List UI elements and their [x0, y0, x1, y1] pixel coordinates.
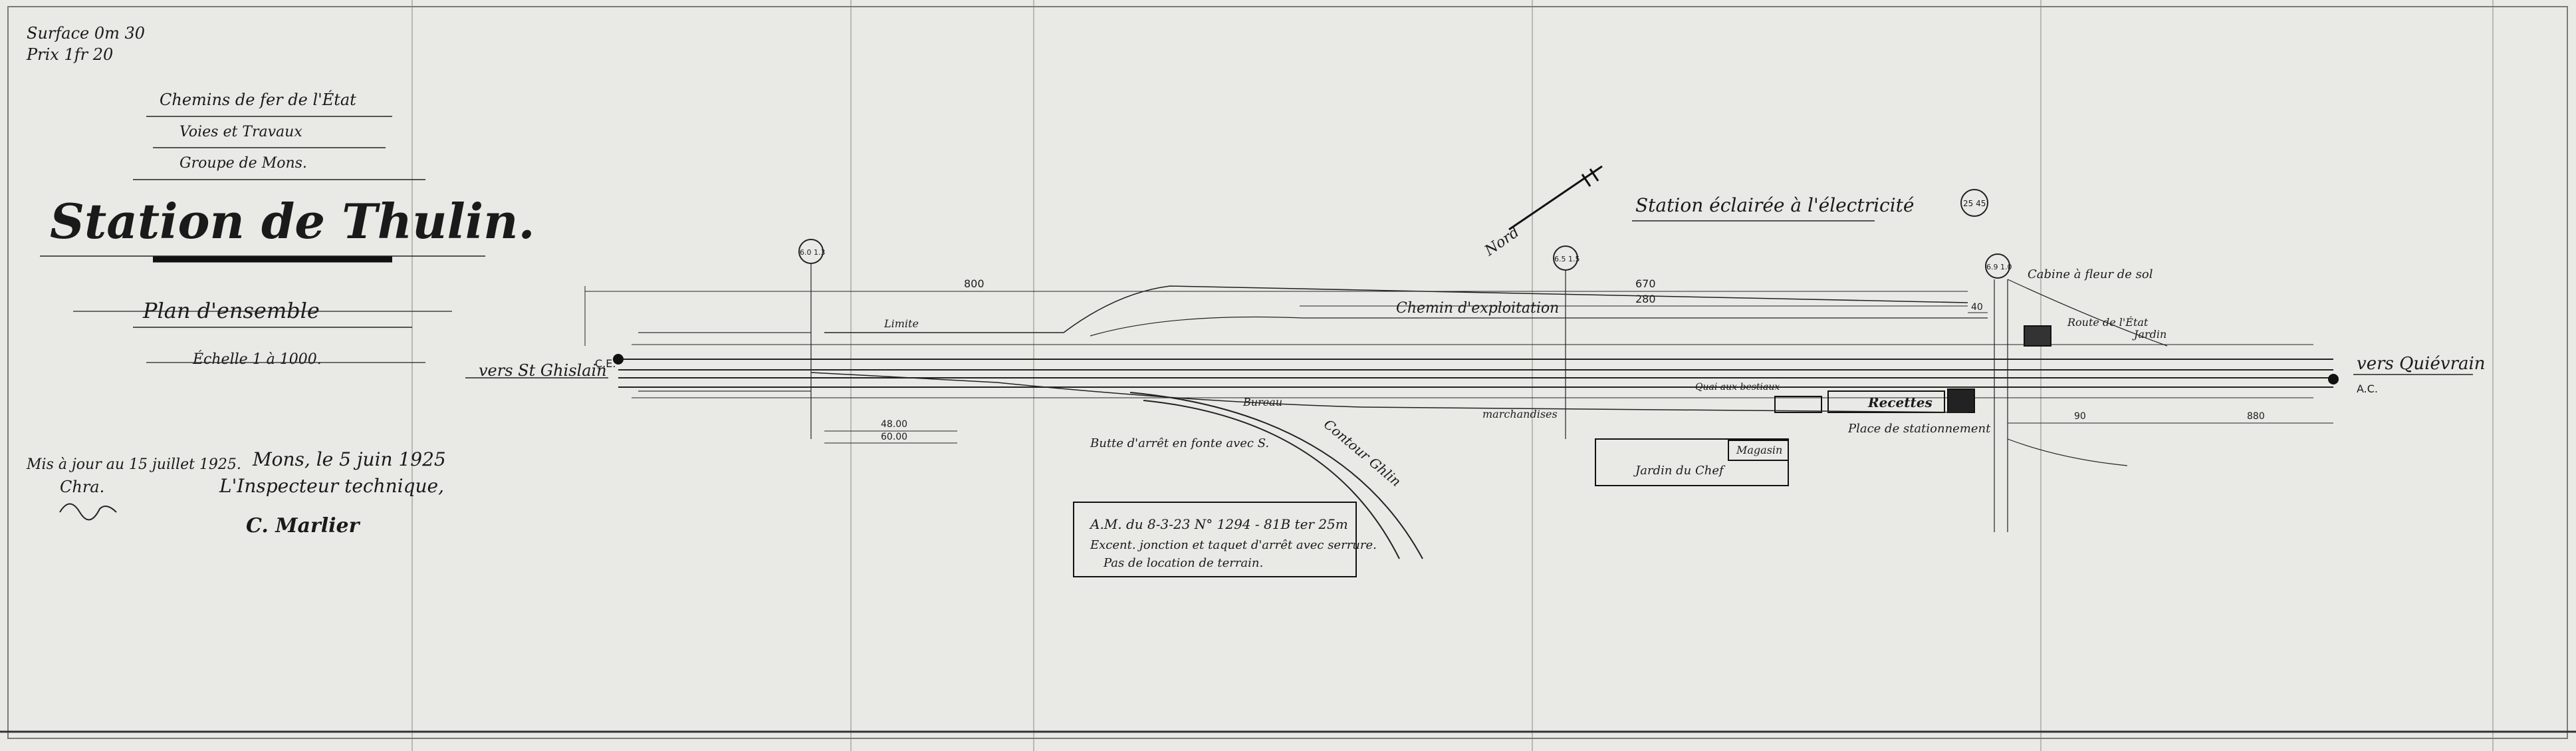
- limite-label: Limite: [883, 317, 919, 330]
- dim-90: 90: [2074, 411, 2086, 422]
- svg-text:6.5 1.5: 6.5 1.5: [1554, 255, 1580, 263]
- scale-label: Échelle 1 à 1000.: [192, 350, 322, 368]
- note-line-2: Excent. jonction et taquet d'arrêt avec …: [1090, 538, 1377, 552]
- dim-60: 60.00: [881, 432, 907, 442]
- dim-40: 40: [1971, 302, 1983, 313]
- contour-label: Contour Ghlin: [1321, 416, 1404, 490]
- west-direction-label: vers St Ghislain: [479, 361, 607, 380]
- route-right: [2007, 279, 2168, 347]
- place-date: Mons, le 5 juin 1925: [252, 448, 446, 470]
- jardin-label: Jardin: [2132, 328, 2166, 341]
- route-etat-label: Route de l'État: [2067, 315, 2149, 329]
- dim-280: 280: [1635, 293, 1656, 305]
- signer-name: C. Marlier: [246, 514, 361, 537]
- initials-note: Chra.: [60, 478, 104, 496]
- dim-880: 880: [2247, 411, 2265, 422]
- dimension-lines: [584, 286, 2333, 444]
- surface-line: Surface 0m 30: [27, 24, 145, 43]
- km-marker-right: 6.9 1.0: [1985, 253, 2012, 532]
- ce-right-label: A.C.: [2357, 382, 2378, 395]
- signer-role: L'Inspecteur technique,: [219, 475, 444, 497]
- sheet-border: [7, 6, 2568, 739]
- ce-left-label: C.E.: [595, 357, 616, 370]
- chemin-exploitation-label: Chemin d'exploitation: [1396, 300, 1559, 317]
- magasin-label: Magasin: [1736, 444, 1782, 456]
- railway-name: Chemins de fer de l'État: [160, 90, 356, 109]
- quai-bestiaux-label: Quai aux bestiaux: [1695, 382, 1780, 392]
- svg-text:6.0 1.3: 6.0 1.3: [800, 248, 825, 257]
- dim-48: 48.00: [881, 419, 907, 430]
- west-track-end: [613, 354, 624, 365]
- cabin-note: Cabine à fleur de sol: [2028, 267, 2153, 281]
- chemin-exploitation-path: [1090, 316, 1988, 337]
- diverging-siding: [810, 372, 1968, 413]
- svg-text:25 45: 25 45: [1963, 199, 1986, 208]
- lighting-note: Station éclairée à l'électricité: [1635, 194, 1914, 216]
- north-arrow-icon: [1508, 165, 1603, 231]
- butte-arret-label: Butte d'arrêt en fonte avec S.: [1090, 436, 1269, 450]
- recettes-label: Recettes: [1867, 394, 1932, 410]
- station-buildings: [1595, 325, 2051, 486]
- dim-670: 670: [1635, 277, 1656, 290]
- place-stationnement-label: Place de stationnement: [1847, 422, 1991, 436]
- note-box: [1073, 502, 1357, 577]
- jardin-chef-label: Jardin du Chef: [1633, 464, 1726, 478]
- km-marker-mid: 6.5 1.5: [1553, 245, 1580, 439]
- note-line-3: Pas de location de terrain.: [1103, 556, 1263, 570]
- department-name: Voies et Travaux: [179, 124, 302, 140]
- group-name: Groupe de Mons.: [179, 155, 307, 172]
- contour-curve: [1129, 392, 1423, 559]
- note-line-1: A.M. du 8-3-23 N° 1294 - 81B ter 25m: [1089, 516, 1348, 532]
- plan-subtitle: Plan d'ensemble: [142, 298, 320, 323]
- price-line: Prix 1fr 20: [26, 45, 113, 64]
- dim-800: 800: [964, 277, 985, 290]
- marchandises-label: marchandises: [1482, 408, 1558, 420]
- km-marker-left: 6.0 1.3: [798, 239, 825, 439]
- update-note: Mis à jour au 15 juillet 1925.: [26, 456, 241, 473]
- main-tracks: [618, 344, 2333, 398]
- km-marker-right-top: 25 45: [1960, 189, 1988, 217]
- route-right-2: [2007, 438, 2128, 466]
- embankment-hatching: [638, 332, 811, 392]
- north-label: Nord: [1481, 224, 1522, 260]
- initials-scribble: [59, 503, 117, 521]
- boundary-curve-top: [824, 285, 1968, 333]
- bureau-label: Bureau: [1242, 396, 1282, 408]
- paper-folds: [411, 0, 2494, 751]
- contour-curve-inner: [1143, 400, 1400, 559]
- east-track-end: [2328, 374, 2339, 384]
- station-title: Station de Thulin.: [50, 193, 535, 249]
- svg-text:6.9 1.0: 6.9 1.0: [1986, 263, 2012, 271]
- east-direction-label: vers Quiévrain: [2357, 354, 2486, 374]
